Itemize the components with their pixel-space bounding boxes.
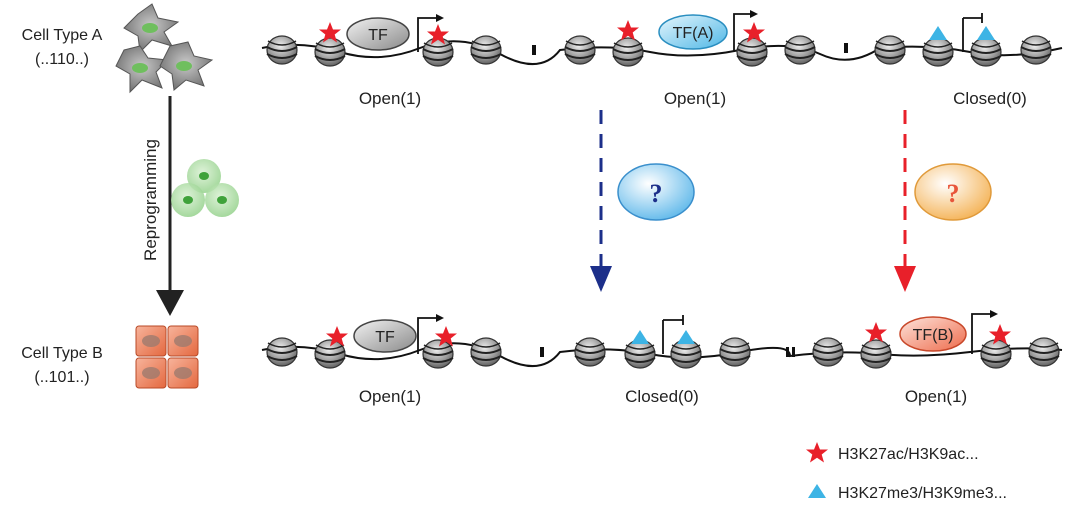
nucleosome (624, 339, 656, 369)
nucleosome (784, 35, 816, 65)
legend-star-icon (806, 442, 828, 463)
tf-oval (346, 17, 410, 51)
state-b2: Closed(0) (625, 387, 699, 406)
tf-oval (353, 319, 417, 353)
nucleosome (874, 35, 906, 65)
tss-arrow (417, 17, 438, 52)
tf-label: TF(B) (913, 327, 954, 344)
locus-b1: TF (266, 314, 502, 369)
locus-a2: TF(A) (564, 10, 816, 67)
nucleosome (970, 37, 1002, 67)
tss-arrow (417, 317, 438, 354)
locus-a1: TF (266, 14, 502, 67)
nucleosome (736, 37, 768, 67)
chromatin-top-row (261, 40, 1063, 66)
methyl-mark-triangle (977, 26, 995, 40)
locus-a3 (874, 13, 1052, 67)
state-b1: Open(1) (359, 387, 421, 406)
tf-label: TF(A) (673, 25, 714, 42)
locus-b3: TF(B) (812, 310, 1060, 369)
nucleosome (812, 337, 844, 367)
nucleosome (564, 35, 596, 65)
legend: H3K27ac/H3K9ac... H3K27me3/H3K9me3... (806, 442, 1007, 502)
nucleosome (980, 339, 1012, 369)
nucleosome (266, 35, 298, 65)
nucleosome (1020, 35, 1052, 65)
intermediate-cells-icon (171, 159, 239, 217)
methyl-mark-triangle (631, 330, 649, 344)
nucleosome (1028, 337, 1060, 367)
tf-label: TF (368, 27, 388, 44)
nucleosome (470, 35, 502, 65)
legend-methyl-label: H3K27me3/H3K9me3... (838, 485, 1007, 502)
cell-type-a-code: (..110..) (35, 51, 89, 68)
nucleosome (719, 337, 751, 367)
nucleosome (422, 339, 454, 369)
tss-arrow (733, 13, 752, 52)
cell-type-b-label: Cell Type B (21, 345, 103, 362)
reprogramming-arrowhead (156, 290, 184, 316)
nucleosome (860, 339, 892, 369)
cell-type-b-code: (..101..) (34, 369, 89, 386)
cell-type-a-icon (115, 3, 214, 94)
nucleosome (470, 337, 502, 367)
cell-type-a-label: Cell Type A (22, 27, 103, 44)
blue-arrowhead (590, 266, 612, 292)
legend-triangle-icon (808, 484, 826, 498)
nucleosome (670, 339, 702, 369)
nucleosome (314, 37, 346, 67)
nucleosome (266, 337, 298, 367)
question-bubble-orange (914, 163, 992, 221)
tf-oval (899, 316, 967, 352)
cell-type-b-icon (135, 325, 199, 389)
nucleosome (612, 37, 644, 67)
question-mark-blue: ? (650, 179, 663, 208)
red-arrowhead (894, 266, 916, 292)
state-b3: Open(1) (905, 387, 967, 406)
legend-acetyl-label: H3K27ac/H3K9ac... (838, 446, 979, 463)
locus-b2 (574, 315, 751, 369)
tss-arrow (971, 313, 992, 354)
tf-oval (658, 14, 728, 50)
question-bubble-blue (617, 163, 695, 221)
methyl-mark-triangle (929, 26, 947, 40)
reprogramming-label: Reprogramming (141, 139, 160, 261)
state-a1: Open(1) (359, 89, 421, 108)
question-mark-orange: ? (947, 179, 960, 208)
nucleosome (922, 37, 954, 67)
state-a2: Open(1) (664, 89, 726, 108)
state-a3: Closed(0) (953, 89, 1027, 108)
nucleosome (314, 339, 346, 369)
nucleosome (574, 337, 606, 367)
methyl-mark-triangle (677, 330, 695, 344)
nucleosome (422, 37, 454, 67)
tf-label: TF (375, 329, 395, 346)
